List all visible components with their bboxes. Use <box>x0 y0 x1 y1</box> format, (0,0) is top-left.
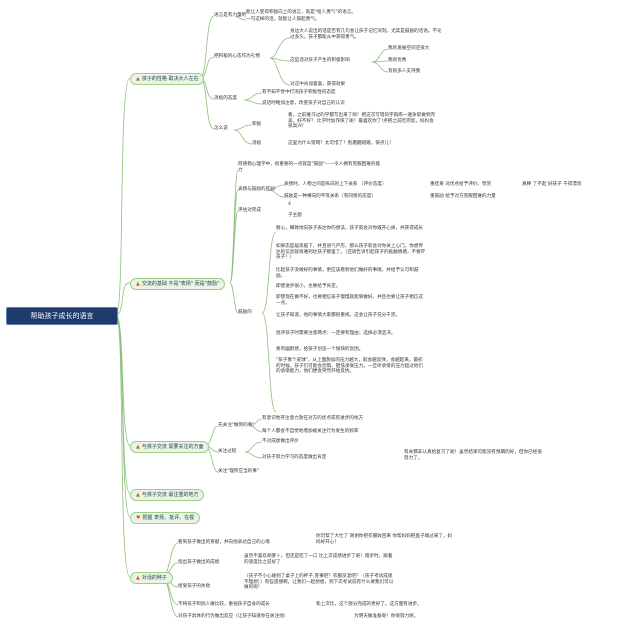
leaf-text: 4 <box>288 202 291 207</box>
node-respond-behavior[interactable]: 对孩子具体的行为做出反应（让孩子知道你在关注他） <box>178 614 289 619</box>
node-evaluate[interactable]: 评估对完成 <box>238 208 261 213</box>
leaf-text: 重鼓励 给予对方克服困难的力量 <box>430 194 496 199</box>
branch-label: 把握 表扬、批评、在视 <box>142 515 195 521</box>
leaf-text: 每个人都会不自觉地增加被关注行为发生的频率 <box>262 429 359 434</box>
leaf-text: （孩子不小心碰到了桌子上的杯子,变事吧？衣服没湿吧？（孩子考试成绩不理想））有些… <box>244 574 394 591</box>
node-achievement[interactable]: 指出孩子做出的成绩 <box>178 560 220 565</box>
branch-personality[interactable]: ▲孩子的性格 取决大人左右 <box>130 73 205 85</box>
node-affirm-effort[interactable]: 对孩子努力学习的态度做出肯定 <box>262 455 327 460</box>
branch-conversation-seeds[interactable]: ▲对话的种子 <box>130 572 173 584</box>
leaf-text: 真棒 了不起 好孩子 干得漂亮 <box>522 182 582 187</box>
node-accept-failure[interactable]: 接受孩子的失败 <box>178 584 211 589</box>
node-positive-gift[interactable]: 把积极的心态作为礼物 <box>214 54 260 59</box>
leaf-text: 虽然不喜欢胡萝卜，但还是吃了一口 比上次成绩进步了呢！跑步时，跟着的速度比之前好… <box>244 554 393 565</box>
flame-icon: ▲ <box>136 281 140 287</box>
branch-label: 交流的基础 不是"表扬" 而是"鼓励" <box>141 281 220 287</box>
leaf-text: 有不知不觉中打消孩子积极性的态度 <box>262 90 336 95</box>
leaf-text: 这里为什么错啊？太可惜了！别磨磨蹭蹭，快点儿！ <box>288 141 394 146</box>
leaf-text: 有意识地存注意力放在对方的优点或有进步的地方 <box>262 416 364 421</box>
leaf-text: 不对成绩做出评价 <box>262 439 299 444</box>
node-contribution[interactable]: 看到孩子做出的贡献，并向他表达自己的心情 <box>178 540 270 545</box>
node-focus-process[interactable]: 关注过程 <box>218 449 237 454</box>
branch-encouragement[interactable]: ▲交流的基础 不是"表扬" 而是"鼓励" <box>130 278 226 290</box>
leaf-text: 为明天做准备呢！你很努力呢。 <box>354 614 419 619</box>
flame-icon: ▲ <box>136 575 140 581</box>
node-how-encourage[interactable]: 鼓励的 <box>238 310 252 315</box>
leaf-text: 鼓励是一种横向的平等关系（有同感的态度） <box>284 194 376 199</box>
leaf-text: 比起孩子没做好的事情，更应该看到他们做好的事情，并给予认可和鼓励。 <box>276 268 419 279</box>
node-focus-natural[interactable]: 关注"理所应当的事" <box>218 469 259 474</box>
leaf-text: 耐心，细致地向孩子表达你的想法，孩子就会对你敞开心扉，并获得成长 <box>276 226 424 231</box>
leaf-text: 身边大人说出的话是否有几句会让孩子记忆深刻。尤其是鼓励的话语。不论过多久，孩子都… <box>290 29 442 40</box>
leaf-text: 说话时略加注意，改变孩子对自己的认识 <box>262 101 345 106</box>
branch-praise-criticism[interactable]: ♥把握 表扬、批评、在视 <box>130 512 201 524</box>
leaf-text: 子主题 <box>288 213 302 218</box>
leaf-text: 阿德勒心理学中，很重要的一点就是"鼓励"——令人拥有克服困难的能力 <box>238 162 381 173</box>
leaf-text: 让孩子知道，他的事情大家都很重视，这会让孩子充分干足。 <box>276 313 401 318</box>
branch-communication-focus[interactable]: ▲与孩子交流 需要关注的方面 <box>130 441 210 453</box>
node-how-to-say[interactable]: 怎么说 <box>214 126 228 131</box>
leaf-text: 我的发展空间还很大 <box>388 46 430 51</box>
leaf-text: 表扬时，人物之间是纵向的上下关系 （评价态度） <box>284 182 387 187</box>
node-negative-attitude[interactable]: 消极的态度 <box>214 96 237 101</box>
leaf-text: 和上次比，这个部分完成的更好了。这方面有进步。 <box>316 602 422 607</box>
branch-label: 与孩子交流 需要关注的方面 <box>141 444 204 450</box>
node-negative[interactable]: 消极 <box>252 141 262 146</box>
node-focus-done[interactable]: 先关注"做到的事" <box>218 423 255 428</box>
branch-label: 孩子的性格 取决大人左右 <box>141 76 199 82</box>
leaf-text: "孩子像个皮球"，从上面施加的压力越大，就会越反弹，会越起来。最初的时候，孩子们… <box>276 358 424 375</box>
leaf-text: 要有幽默感，给孩子创造一个愉快的氛围。 <box>276 347 364 352</box>
leaf-text: 我很优秀 <box>388 58 407 63</box>
leaf-text: 对这中肯加督喜，获得效果 <box>290 82 346 87</box>
node-praise-vs-encourage[interactable]: 表扬与鼓励的区别 <box>238 187 275 192</box>
leaf-text: 有关都非认真给复习了呢！虽然结果可能没有预期的好，但你已经很努力了。 <box>404 450 542 461</box>
flame-icon: ▲ <box>136 492 140 498</box>
leaf-text: 重结果 对优点给予评价、赞赏 <box>430 182 492 187</box>
leaf-text: 如果态度居高临下，并且语气严厉，那么孩子就会对你关上心门，你想传达的信息就很难到… <box>276 244 426 261</box>
node-language-power[interactable]: 语言是有力量的 <box>214 13 247 18</box>
flame-icon: ▲ <box>136 444 140 450</box>
leaf-text: 能让人变得积极向上的语言，就是"给人勇气"的语言。 <box>246 10 356 15</box>
leaf-text: 一句这样的话，就能让人鼓起勇气。 <box>246 17 320 22</box>
leaf-text: 有很多人支持我 <box>388 69 421 74</box>
leaf-text: 看，之前难习过的学都写出来了呢！把这次写错的字再练一遍争取做到完美，好不好？ 比… <box>288 113 436 130</box>
heart-icon: ♥ <box>136 515 141 521</box>
node-positive-effects[interactable]: 这些话对孩子产生的积极影响 <box>290 58 350 63</box>
leaf-text: 即使现在做不好，也要相信孩子慢慢就能够做好，并且也要让孩子相信这一点。 <box>276 295 424 306</box>
branch-label: 与孩子交流 最注重的地方 <box>141 492 199 498</box>
root-node[interactable]: 帮助孩子成长的语言 <box>6 307 118 325</box>
leaf-text: 即使进步很小，也要给予肯定。 <box>276 284 341 289</box>
node-no-comparison[interactable]: 不将孩子和别人做比较，重视孩子自身的成长 <box>178 602 270 607</box>
flame-icon: ▲ <box>136 76 140 82</box>
leaf-text: 批评孩子时需要注意两点：一定要有理由；选择必须坚决。 <box>276 331 396 336</box>
branch-label: 对话的种子 <box>141 575 167 581</box>
node-positive[interactable]: 积极 <box>252 122 262 127</box>
leaf-text: 你可帮了大忙了 谢谢你把衣服收回来 你帮妈妈把盘子端过来了，妈妈好开心！ <box>316 534 453 545</box>
branch-most-important[interactable]: ▲与孩子交流 最注重的地方 <box>130 489 205 501</box>
